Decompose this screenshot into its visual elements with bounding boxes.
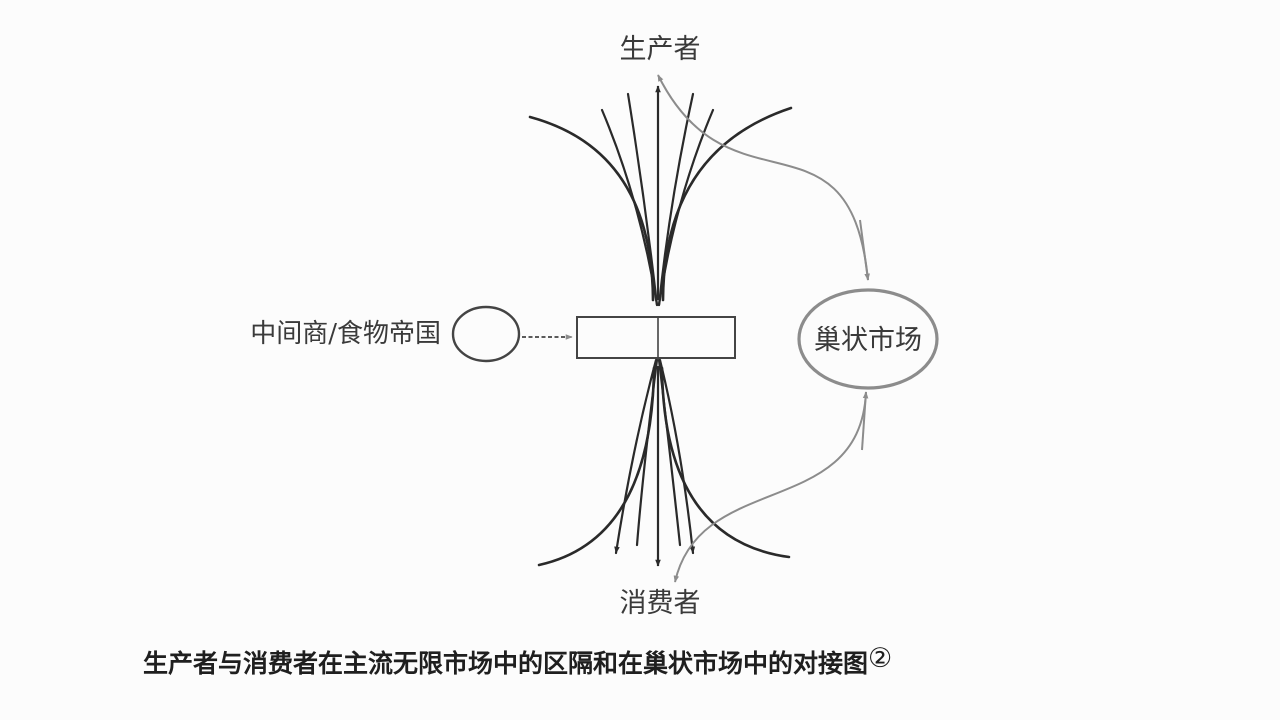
lower-funnel-lines	[614, 358, 696, 555]
intermediary-node	[451, 305, 521, 363]
figure-caption-text: 生产者与消费者在主流无限市场中的区隔和在巢状市场中的对接图	[143, 649, 868, 678]
lower-line-4	[657, 358, 682, 547]
separation-box	[576, 316, 736, 359]
outer-curve-left-top	[528, 115, 655, 302]
producer-label: 生产者	[620, 34, 701, 65]
upper-line-5	[657, 108, 715, 307]
footnote-mark: ②	[868, 643, 892, 674]
intermediary-label: 中间商/食物帝国	[250, 319, 441, 349]
outer-curve-right-top	[661, 106, 793, 302]
figure-caption: 生产者与消费者在主流无限市场中的区隔和在巢状市场中的对接图②	[143, 643, 892, 678]
link-producer-to-nested	[657, 74, 869, 281]
link-producer-to-nested-head	[859, 219, 870, 281]
lower-line-2	[635, 358, 659, 547]
upper-line-2	[626, 92, 659, 307]
link-consumer-to-nested-head	[861, 391, 869, 451]
lower-line-1	[614, 358, 658, 555]
nested-market-label: 巢状市场	[814, 325, 922, 356]
consumer-label: 消费者	[620, 588, 701, 619]
nested-market-node	[797, 288, 939, 390]
lower-line-5	[658, 358, 696, 555]
upper-line-1	[600, 108, 659, 307]
link-consumer-to-nested	[673, 391, 867, 583]
nested-market-links	[657, 74, 870, 583]
